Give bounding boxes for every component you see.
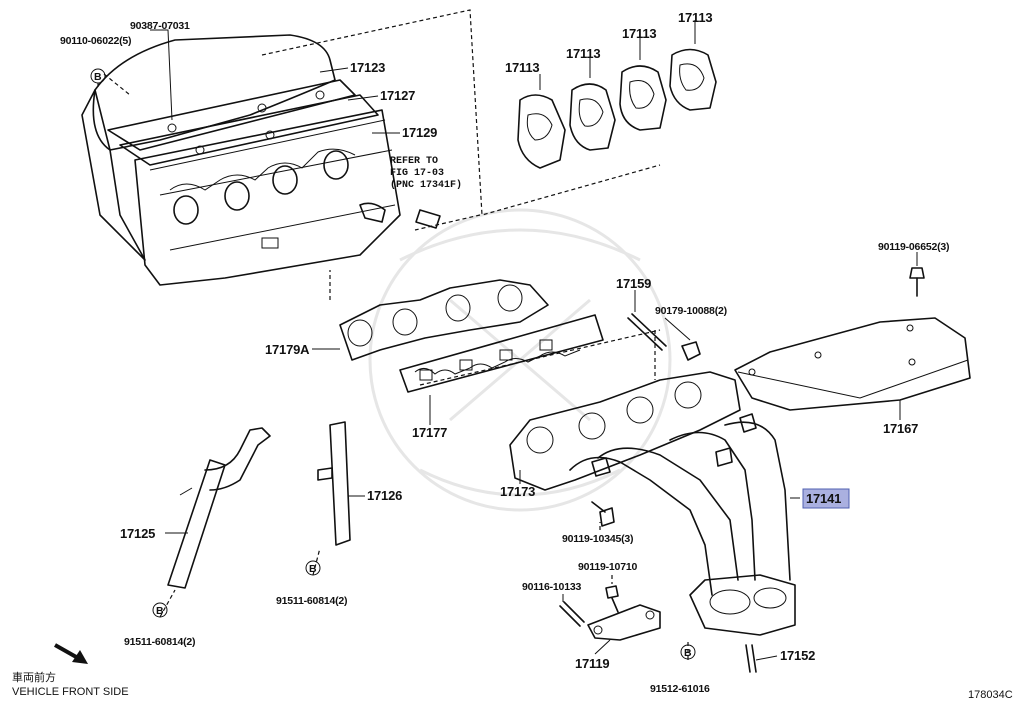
svg-text:B: B (94, 71, 102, 83)
bolt-90119-10345[interactable] (591, 501, 615, 527)
bolt-90119-10710[interactable] (605, 585, 619, 613)
label-17127[interactable]: 17127 (380, 88, 415, 103)
label-90119-10710[interactable]: 90119-10710 (578, 561, 638, 573)
figure-code: 178034C (968, 689, 1013, 701)
upper-heat-insulator-group[interactable] (81, 34, 441, 286)
label-17173[interactable]: 17173 (500, 484, 535, 499)
exhaust-manifold-17141[interactable] (509, 371, 796, 636)
bolt-90119-06652[interactable] (909, 267, 925, 297)
label-17123[interactable]: 17123 (350, 60, 385, 75)
label-17159[interactable]: 17159 (616, 276, 651, 291)
watermark (368, 208, 672, 512)
highlight-17141 (802, 488, 850, 509)
label-17177[interactable]: 17177 (412, 425, 447, 440)
label-17113-d[interactable]: 17113 (678, 10, 713, 25)
gasket-17179a[interactable] (339, 279, 549, 361)
label-91511-a[interactable]: 91511-60814(2) (276, 595, 348, 607)
label-17119[interactable]: 17119 (575, 656, 610, 671)
refer-line-3: (PNC 17341F) (390, 179, 462, 191)
label-90387[interactable]: 90387-07031 (130, 20, 190, 32)
vehicle-front-indicator: 車両前方 VEHICLE FRONT SIDE (12, 643, 129, 698)
label-17167[interactable]: 17167 (883, 421, 918, 436)
leader-lines (97, 20, 918, 661)
bolt-marker-90110[interactable]: B (90, 68, 106, 84)
label-17179a[interactable]: 17179A (265, 342, 310, 357)
label-17113-c[interactable]: 17113 (622, 26, 657, 41)
label-90119-06652[interactable]: 90119-06652(3) (878, 241, 950, 253)
gasket-17113-group[interactable] (517, 48, 717, 169)
label-17141[interactable]: 17141 (806, 491, 841, 506)
label-17113-b[interactable]: 17113 (566, 46, 601, 61)
nut-90179[interactable] (681, 341, 701, 361)
svg-text:B: B (156, 605, 164, 617)
gasket-17177[interactable] (399, 314, 604, 393)
refer-line-1: REFER TO (390, 156, 438, 167)
manifold-insulator-17167[interactable] (734, 317, 971, 411)
stay-17119[interactable] (587, 604, 661, 641)
label-91511-b[interactable]: 91511-60814(2) (124, 636, 196, 648)
stay-17126[interactable] (317, 421, 351, 546)
stud-17159[interactable] (627, 313, 667, 351)
label-90110[interactable]: 90110-06022(5) (60, 35, 132, 47)
label-17126[interactable]: 17126 (367, 488, 402, 503)
bolt-marker-91511-b[interactable]: B (152, 602, 168, 618)
label-17113-a[interactable]: 17113 (505, 60, 540, 75)
label-17152[interactable]: 17152 (780, 648, 815, 663)
front-label-en: VEHICLE FRONT SIDE (12, 686, 129, 698)
reference-dash-box (261, 9, 661, 300)
label-90116[interactable]: 90116-10133 (522, 581, 582, 593)
stud-90116-10133[interactable] (559, 601, 585, 627)
part-labels: 90387-07031 90110-06022(5) 17123 17127 1… (60, 10, 950, 695)
label-90119-10345[interactable]: 90119-10345(3) (562, 533, 634, 545)
label-90179[interactable]: 90179-10088(2) (655, 305, 727, 317)
stay-17125[interactable] (167, 427, 271, 589)
front-label-jp: 車両前方 (12, 670, 56, 684)
label-91512[interactable]: 91512-61016 (650, 683, 710, 695)
label-17125[interactable]: 17125 (120, 526, 155, 541)
svg-text:B: B (309, 563, 317, 575)
refer-line-2[interactable]: FIG 17-03 (390, 168, 444, 179)
front-arrow-icon (54, 643, 79, 660)
stud-17152[interactable] (745, 644, 757, 673)
label-17129[interactable]: 17129 (402, 125, 437, 140)
